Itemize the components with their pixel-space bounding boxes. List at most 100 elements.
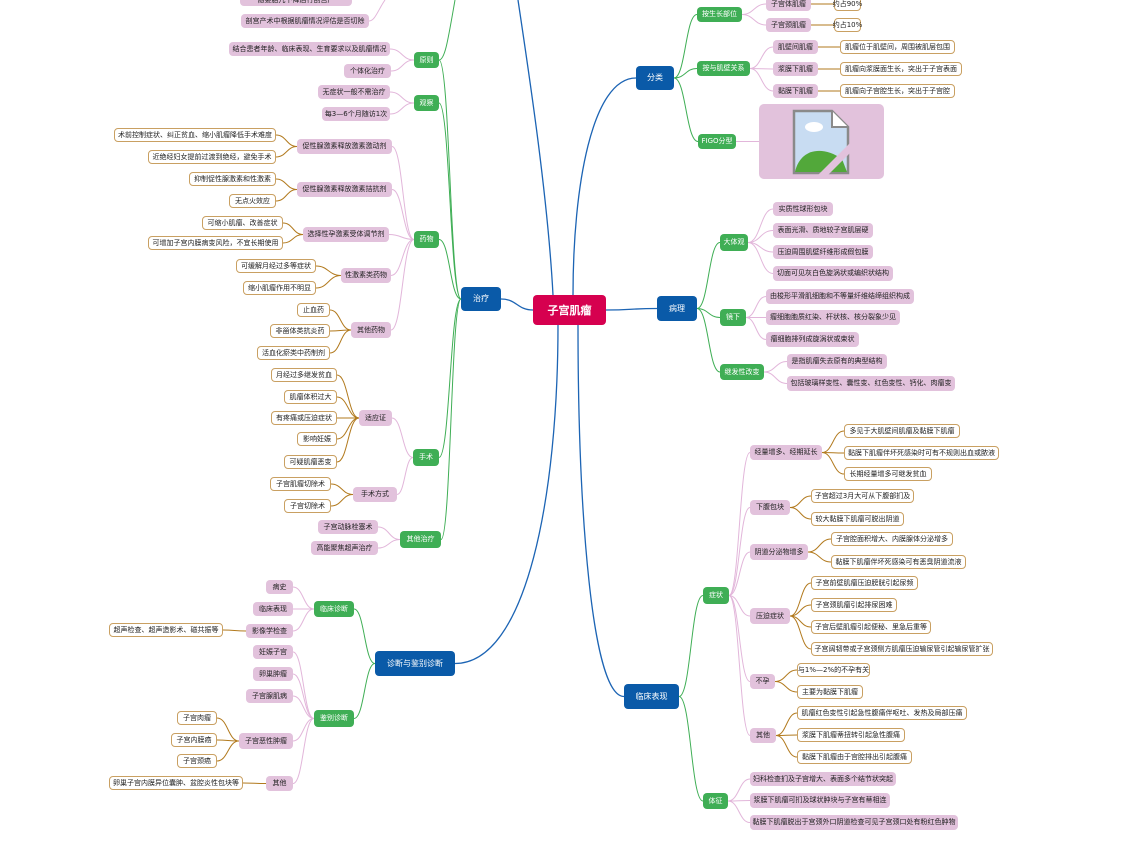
node-tz-3[interactable]: 黏膜下肌瘤脱出于宫颈外口阴道检查可见子宫颈口处有粉红色肿物: [750, 815, 958, 830]
node-root[interactable]: 子宫肌瘤: [533, 295, 606, 325]
node-ss-b[interactable]: 手术方式: [353, 487, 397, 502]
node-jb-2[interactable]: 卵巢肿瘤: [253, 667, 293, 681]
node-yw-c2[interactable]: 可增加子宫内膜病变风险，不宜长期使用: [148, 236, 283, 250]
node-yw-e1[interactable]: 止血药: [297, 303, 330, 317]
node-fl-b2x[interactable]: 肌瘤向浆膜面生长，突出于子宫表面: [840, 62, 962, 76]
node-jb-1[interactable]: 妊娠子宫: [253, 645, 293, 659]
node-zz-e[interactable]: 不孕: [750, 674, 775, 689]
node-bl-c1[interactable]: 是指肌瘤失去原有的典型结构: [787, 354, 887, 369]
node-zz-c[interactable]: 阴道分泌物增多: [750, 544, 808, 560]
node-yw-d[interactable]: 性激素类药物: [341, 268, 391, 283]
node-yw-b2[interactable]: 无点火效应: [229, 194, 276, 208]
node-jb-3[interactable]: 子宫腺肌病: [246, 689, 293, 703]
node-lczd-2[interactable]: 临床表现: [253, 602, 293, 616]
node-fenlei[interactable]: 分类: [636, 66, 674, 90]
node-yuanze[interactable]: 原则: [414, 52, 439, 68]
node-yw-c[interactable]: 选择性孕激素受体调节剂: [303, 227, 389, 242]
node-yuanze-2[interactable]: 个体化治疗: [344, 64, 391, 78]
node-qt-1[interactable]: 子宫动脉栓塞术: [318, 520, 378, 534]
node-fl-b[interactable]: 按与肌壁关系: [697, 61, 750, 76]
node-ss-b1[interactable]: 子宫肌瘤切除术: [270, 477, 331, 491]
node-zz-d[interactable]: 压迫症状: [750, 608, 790, 624]
node-tz-1[interactable]: 妇科检查扪及子宫增大、表面多个结节状突起: [750, 772, 896, 786]
node-ss-a5[interactable]: 可疑肌瘤恶变: [284, 455, 337, 469]
node-bl-b2[interactable]: 瘤细胞胞质红染、杆状核、核分裂象少见: [766, 310, 900, 325]
node-lczd-1[interactable]: 病史: [266, 580, 293, 594]
node-jb-5[interactable]: 其他: [266, 776, 293, 791]
node-zz-b1[interactable]: 子宫超过3月大可从下腹部扪及: [811, 489, 914, 503]
node-qt-2[interactable]: 高能聚焦超声治疗: [311, 541, 378, 555]
node-fl-a2[interactable]: 子宫颈肌瘤: [766, 18, 811, 32]
node-yw-a2[interactable]: 近绝经妇女提前过渡到绝经，避免手术: [148, 150, 276, 164]
node-yw-a1[interactable]: 术前控制症状、纠正贫血、缩小肌瘤降低手术难度: [114, 128, 276, 142]
node-guancha-1[interactable]: 无症状一般不需治疗: [318, 85, 390, 99]
node-jb-4[interactable]: 子宫恶性肿瘤: [239, 733, 293, 749]
node-fl-b1[interactable]: 肌壁间肌瘤: [773, 40, 818, 54]
node-bl-a3[interactable]: 压迫周围肌壁纤维形成假包膜: [773, 245, 873, 259]
node-fl-b1x[interactable]: 肌瘤位于肌壁间，周围被肌层包围: [840, 40, 955, 54]
node-zz-d2[interactable]: 子宫颈肌瘤引起排尿困难: [811, 598, 897, 612]
node-linchuang[interactable]: 临床表现: [624, 684, 679, 709]
node-zz-b[interactable]: 下腹包块: [750, 500, 790, 515]
node-yw-b1[interactable]: 抑制促性腺激素和性激素: [189, 172, 276, 186]
node-yw-e3[interactable]: 活血化瘀类中药制剂: [257, 346, 330, 360]
node-qita-zl[interactable]: 其他治疗: [400, 531, 441, 548]
node-lczd[interactable]: 临床诊断: [314, 601, 354, 617]
node-top-a[interactable]: 随婴胎儿下降后行剖宫产: [240, 0, 352, 6]
figo-image-node[interactable]: [759, 104, 884, 179]
node-fl-c[interactable]: FIGO分型: [698, 134, 736, 149]
node-jb-5a[interactable]: 卵巢子宫内膜异位囊肿、盆腔炎性包块等: [109, 776, 243, 790]
node-tz-2[interactable]: 浆膜下肌瘤可扪及球状肿块与子宫有蒂相连: [750, 793, 890, 808]
node-lczd-3[interactable]: 影像学检查: [246, 624, 293, 638]
node-yuanze-1[interactable]: 结合患者年龄、临床表现、生育要求以及肌瘤情况: [229, 42, 390, 56]
node-bl-a[interactable]: 大体观: [720, 234, 748, 251]
node-shoushu[interactable]: 手术: [413, 449, 439, 466]
node-zz-b2[interactable]: 较大黏膜下肌瘤可脱出阴道: [811, 512, 904, 526]
node-fl-b3x[interactable]: 肌瘤向子宫腔生长，突出于子宫腔: [840, 84, 955, 98]
node-zz-d3[interactable]: 子宫后壁肌瘤引起便秘、里急后重等: [811, 620, 931, 634]
node-fl-b3[interactable]: 黏膜下肌瘤: [773, 84, 818, 98]
node-zz-a[interactable]: 经量增多、经期延长: [750, 445, 822, 460]
node-bl-c2[interactable]: 包括玻璃样变性、囊性变、红色变性、钙化、肉瘤变: [787, 376, 955, 391]
node-jbzd[interactable]: 鉴别诊断: [314, 710, 354, 727]
node-fl-a1[interactable]: 子宫体肌瘤: [766, 0, 811, 11]
node-zz-d1[interactable]: 子宫前壁肌瘤压迫膀胱引起尿频: [811, 576, 918, 590]
node-yw-b[interactable]: 促性腺激素释放激素拮抗剂: [297, 182, 392, 197]
node-bl-c[interactable]: 继发性改变: [720, 364, 764, 380]
node-zz-f3[interactable]: 黏膜下肌瘤由于宫腔排出引起腹痛: [797, 750, 912, 764]
node-jb-4b[interactable]: 子宫内膜癌: [171, 733, 217, 747]
node-zz-d4[interactable]: 子宫阔韧带或子宫颈侧方肌瘤压迫输尿管引起输尿管扩张: [811, 642, 993, 656]
node-zz-f2[interactable]: 浆膜下肌瘤蒂扭转引起急性腹痛: [797, 728, 905, 742]
node-zhenduan[interactable]: 诊断与鉴别诊断: [375, 651, 455, 676]
node-yw-a[interactable]: 促性腺激素释放激素激动剂: [297, 139, 392, 154]
node-zz-f1[interactable]: 肌瘤红色变性引起急性腹痛伴呕吐、发热及局部压痛: [797, 706, 967, 720]
node-fl-a2x[interactable]: 约占10%: [833, 18, 862, 32]
node-fl-a[interactable]: 按生长部位: [697, 7, 742, 22]
node-bingli[interactable]: 病理: [657, 296, 697, 321]
node-ss-a4[interactable]: 影响妊娠: [297, 432, 337, 446]
node-zz-a3[interactable]: 长期经量增多可继发贫血: [844, 467, 932, 481]
node-jb-4a[interactable]: 子宫肉瘤: [177, 711, 217, 725]
node-zz-e1[interactable]: 与1%—2%的不孕有关: [797, 663, 870, 677]
node-ss-b2[interactable]: 子宫切除术: [284, 499, 331, 513]
node-yaowu[interactable]: 药物: [414, 231, 439, 248]
node-tz[interactable]: 体征: [703, 793, 728, 809]
node-zz-f[interactable]: 其他: [750, 728, 776, 743]
node-jb-4c[interactable]: 子宫颈癌: [177, 754, 217, 768]
node-zz-c1[interactable]: 子宫腔面积增大、内膜腺体分泌增多: [831, 532, 953, 546]
node-guancha[interactable]: 观察: [414, 95, 439, 111]
node-yw-e2[interactable]: 非甾体类抗炎药: [270, 324, 330, 338]
node-fl-a1x[interactable]: 约占90%: [833, 0, 862, 11]
node-yw-d2[interactable]: 缩小肌瘤作用不明显: [243, 281, 316, 295]
node-bl-b[interactable]: 镜下: [720, 309, 746, 326]
node-bl-b3[interactable]: 瘤细胞排列成旋涡状或束状: [766, 332, 859, 347]
node-yw-d1[interactable]: 可缓解月经过多等症状: [236, 259, 316, 273]
node-bl-a2[interactable]: 表面光滑、质地较子宫肌层硬: [773, 223, 873, 238]
node-bl-a1[interactable]: 实质性球形包块: [773, 202, 833, 216]
node-guancha-2[interactable]: 每3—6个月随访1次: [322, 107, 390, 121]
node-ss-a2[interactable]: 肌瘤体积过大: [284, 390, 337, 404]
node-bl-a4[interactable]: 切面可见灰白色旋涡状或编织状结构: [773, 266, 893, 281]
node-zz-c2[interactable]: 黏膜下肌瘤伴坏死感染可有恶臭阴道流液: [831, 555, 966, 569]
node-zhiliao[interactable]: 治疗: [461, 287, 501, 311]
node-top-b[interactable]: 剖宫产术中根据肌瘤情况评估是否切除: [241, 14, 369, 28]
